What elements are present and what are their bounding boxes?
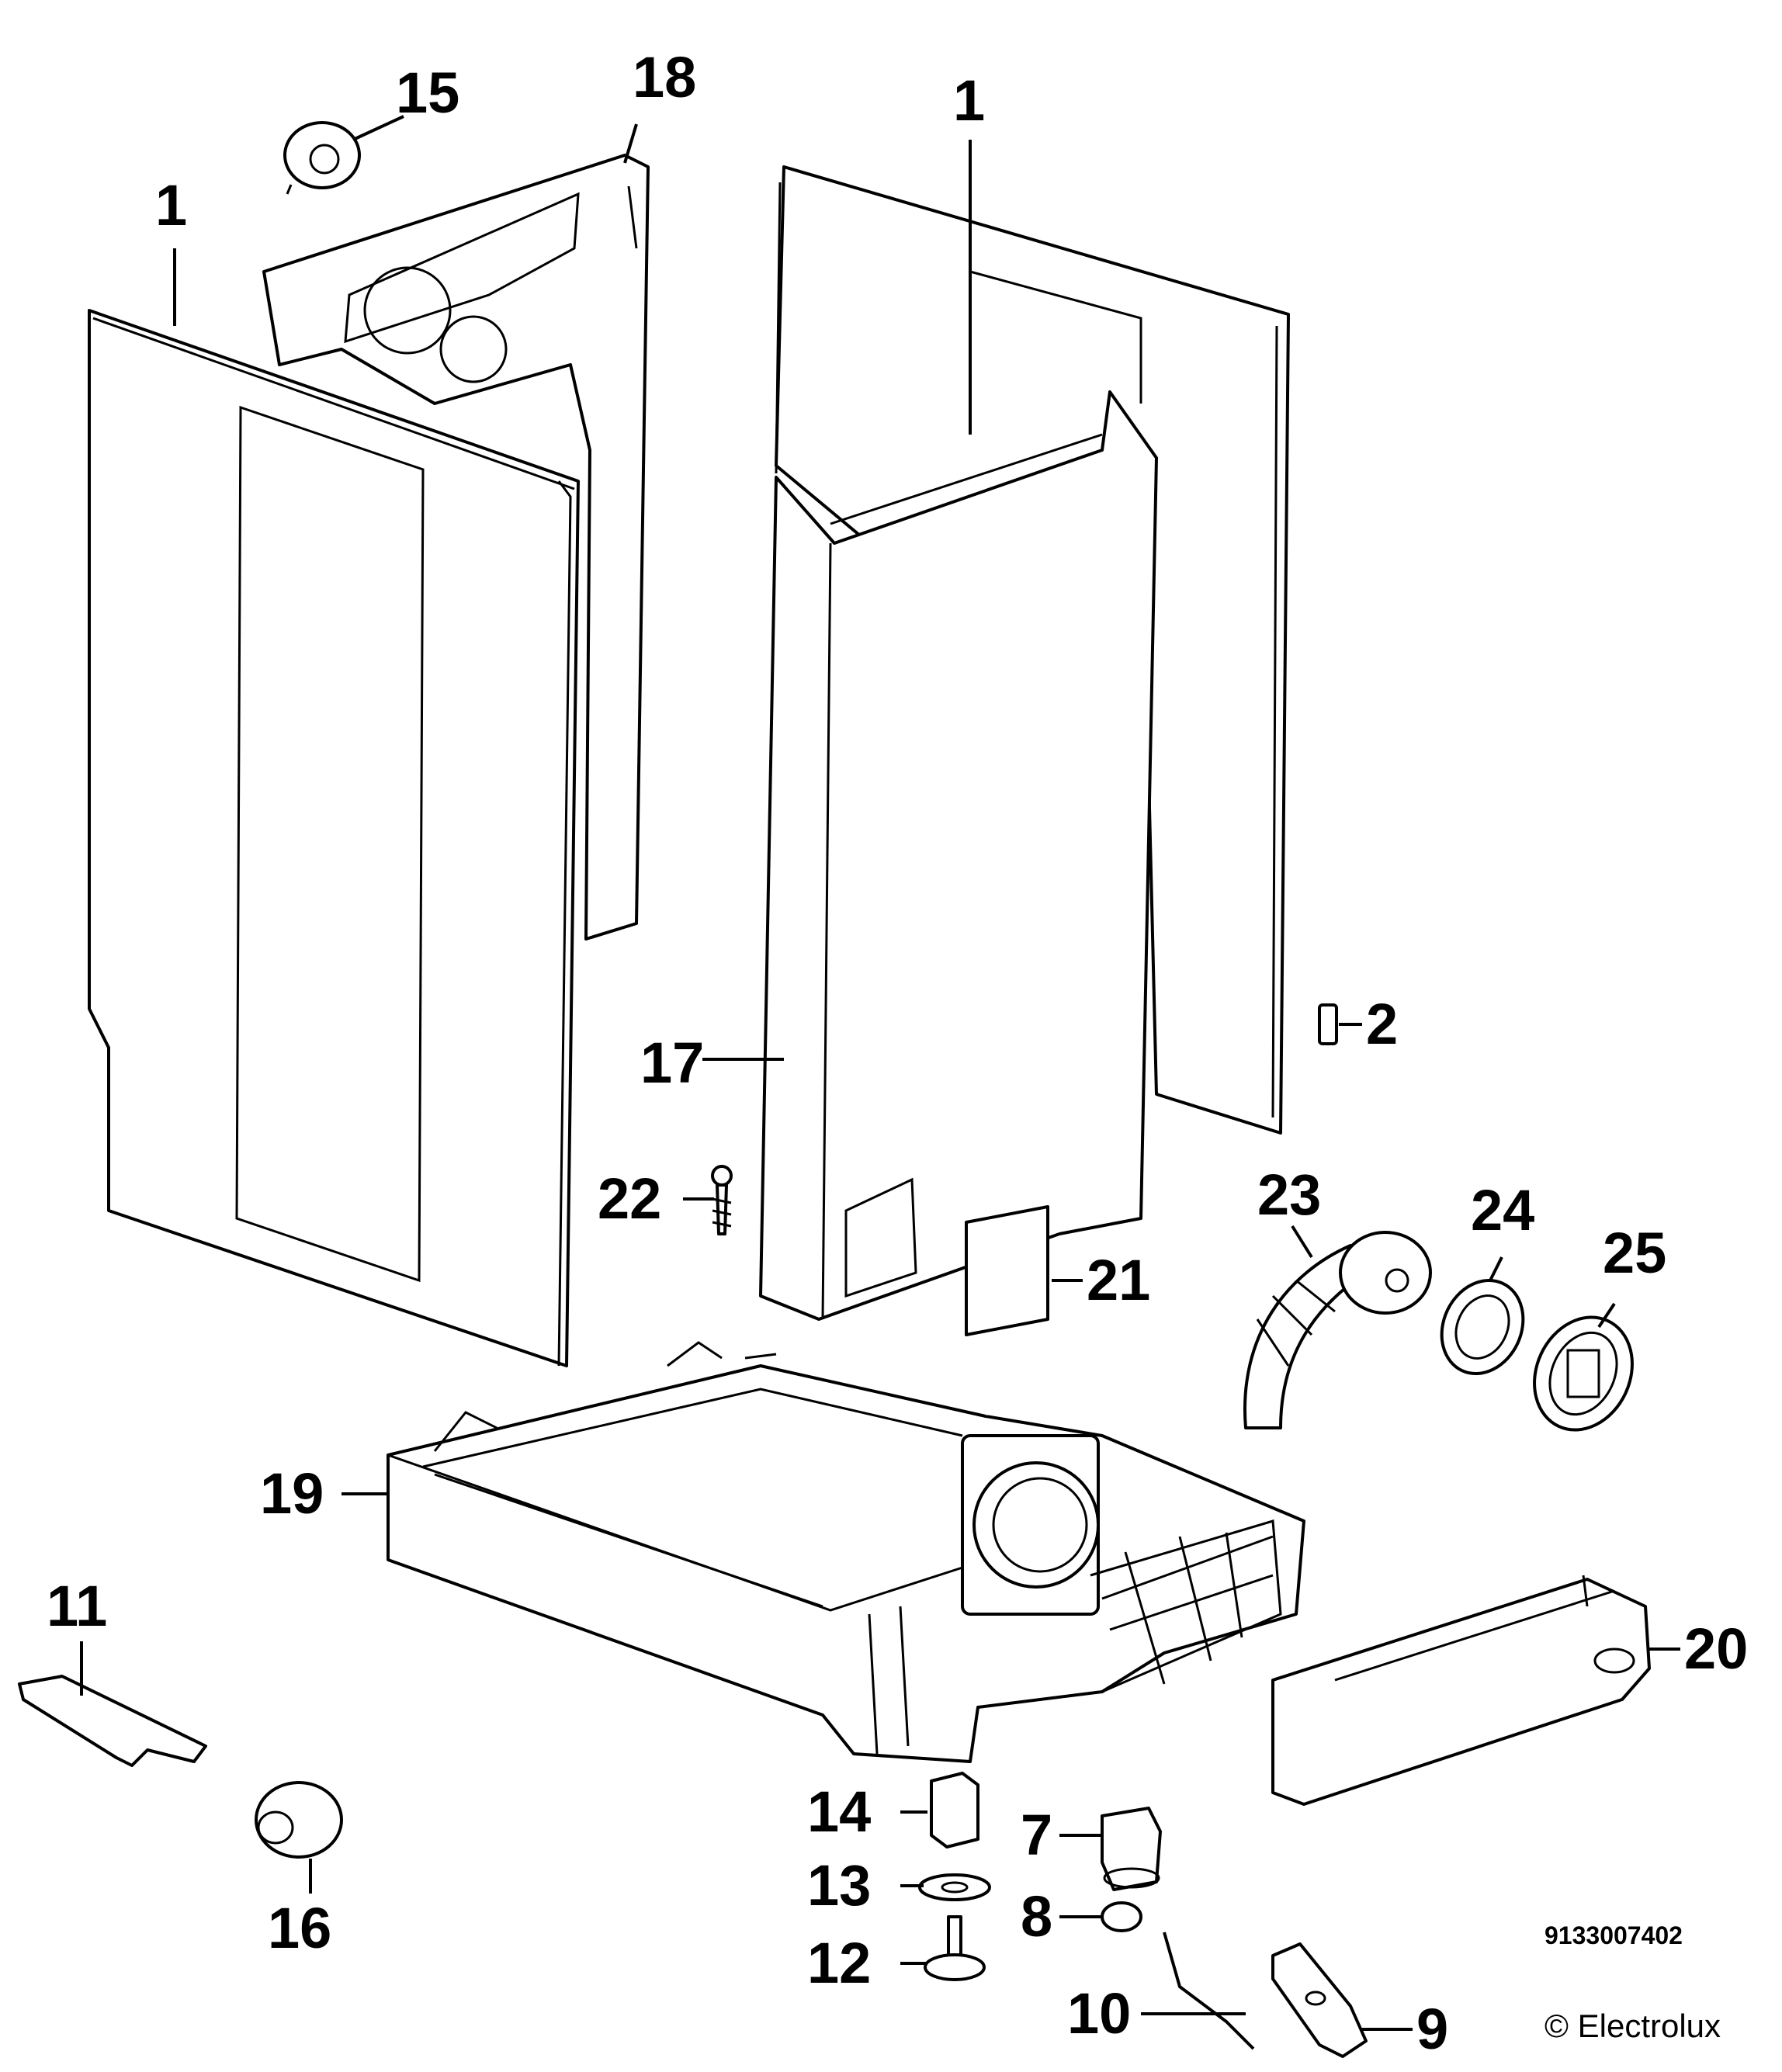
- callout-2: 2: [1366, 992, 1398, 1056]
- part-25-filter-cap: [1533, 1315, 1634, 1432]
- callout-18: 18: [633, 45, 696, 109]
- callout-12: 12: [807, 1931, 871, 1995]
- part-23-hose: [1243, 1231, 1432, 1429]
- part-21-cover-plate: [965, 1205, 1049, 1336]
- leader-lines: [80, 115, 1680, 2031]
- part-18-rear-panel: [262, 154, 650, 941]
- callout-16: 16: [268, 1896, 331, 1960]
- part-2-clip: [1318, 1003, 1338, 1045]
- part-13-washer: [918, 1873, 991, 1901]
- callout-21: 21: [1087, 1248, 1150, 1312]
- part-16-bushing: [255, 1781, 343, 1859]
- part-19-base-frame: [387, 1341, 1305, 1763]
- part-10-wire: [1163, 1932, 1255, 2050]
- callout-9: 9: [1416, 1997, 1448, 2061]
- callout-17: 17: [640, 1031, 704, 1095]
- callout-15: 15: [396, 61, 459, 125]
- part-17-inner-shell: [759, 390, 1158, 1321]
- part-22-screw: [711, 1165, 733, 1235]
- callout-13: 13: [807, 1853, 871, 1918]
- part-12-foot: [924, 1915, 986, 1981]
- part-1-side-panel-left: [88, 309, 580, 1367]
- part-8-knob: [1101, 1901, 1142, 1932]
- callout-8: 8: [1021, 1884, 1052, 1949]
- callout-11: 11: [47, 1574, 107, 1638]
- drawing-number: 9133007402: [1545, 1921, 1683, 1949]
- part-24-ring: [1440, 1278, 1525, 1376]
- part-15-bracket: [283, 121, 361, 195]
- part-9-lever: [1271, 1942, 1368, 2058]
- callout-7: 7: [1021, 1803, 1052, 1867]
- part-7-roller: [1101, 1807, 1162, 1891]
- callout-23: 23: [1257, 1162, 1321, 1227]
- callout-1-right: 1: [953, 68, 985, 133]
- callout-22: 22: [598, 1166, 661, 1231]
- callout-14: 14: [807, 1779, 871, 1844]
- callout-24: 24: [1471, 1178, 1534, 1242]
- callout-labels: 1 1 2 7 8 9 10 11 12 13 14 15 16 17 18 1…: [47, 45, 1748, 2061]
- part-11-bracket: [18, 1675, 207, 1767]
- callout-1-left: 1: [155, 173, 187, 237]
- part-14-hex-nut: [930, 1772, 979, 1849]
- callout-10: 10: [1067, 1981, 1131, 2046]
- callout-25: 25: [1603, 1221, 1666, 1285]
- copyright-notice: © Electrolux: [1545, 2008, 1721, 2044]
- part-20-front-plinth: [1271, 1575, 1651, 1806]
- callout-19: 19: [260, 1461, 324, 1526]
- callout-20: 20: [1684, 1616, 1748, 1681]
